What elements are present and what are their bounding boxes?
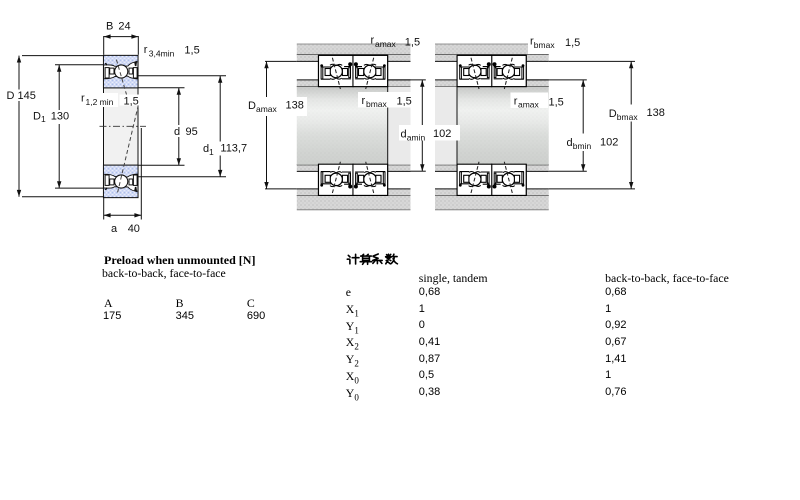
svg-text:r: r <box>530 36 534 48</box>
svg-text:102: 102 <box>600 137 618 149</box>
svg-text:1,5: 1,5 <box>397 96 412 108</box>
svg-text:1: 1 <box>209 147 214 157</box>
svg-text:1,5: 1,5 <box>124 96 139 108</box>
svg-text:138: 138 <box>286 100 304 112</box>
svg-text:r: r <box>514 95 518 107</box>
svg-text:amax: amax <box>256 104 278 114</box>
svg-text:1,5: 1,5 <box>184 45 199 57</box>
svg-text:amin: amin <box>407 133 426 143</box>
svg-text:d: d <box>203 143 209 155</box>
svg-text:D: D <box>33 110 41 122</box>
svg-text:D: D <box>7 90 15 102</box>
svg-text:113,7: 113,7 <box>220 143 247 155</box>
svg-text:r: r <box>362 95 366 107</box>
svg-text:d: d <box>174 126 180 138</box>
svg-text:1,5: 1,5 <box>405 36 420 48</box>
svg-text:40: 40 <box>128 223 140 235</box>
svg-text:138: 138 <box>647 107 665 119</box>
svg-text:r: r <box>144 44 148 56</box>
svg-text:D: D <box>248 100 256 112</box>
svg-text:bmax: bmax <box>617 112 639 122</box>
svg-text:bmax: bmax <box>534 40 556 50</box>
svg-text:bmax: bmax <box>366 99 388 109</box>
svg-text:amax: amax <box>518 99 540 109</box>
svg-text:130: 130 <box>51 110 69 122</box>
svg-text:95: 95 <box>186 126 198 138</box>
svg-text:1: 1 <box>41 114 46 124</box>
svg-text:r: r <box>81 92 85 104</box>
svg-text:d: d <box>567 137 573 149</box>
svg-text:B: B <box>106 20 113 32</box>
svg-text:102: 102 <box>433 128 451 140</box>
svg-text:D: D <box>609 108 617 120</box>
svg-text:1,2 min: 1,2 min <box>86 97 114 107</box>
svg-text:145: 145 <box>18 90 36 102</box>
svg-text:d: d <box>401 129 407 141</box>
svg-text:amax: amax <box>375 39 397 49</box>
svg-text:1,5: 1,5 <box>549 96 564 108</box>
svg-text:1,5: 1,5 <box>565 37 580 49</box>
svg-text:3,4min: 3,4min <box>149 48 175 58</box>
svg-text:r: r <box>371 35 375 47</box>
svg-text:a: a <box>111 223 118 235</box>
svg-text:bmin: bmin <box>573 141 592 151</box>
svg-text:24: 24 <box>118 20 130 32</box>
